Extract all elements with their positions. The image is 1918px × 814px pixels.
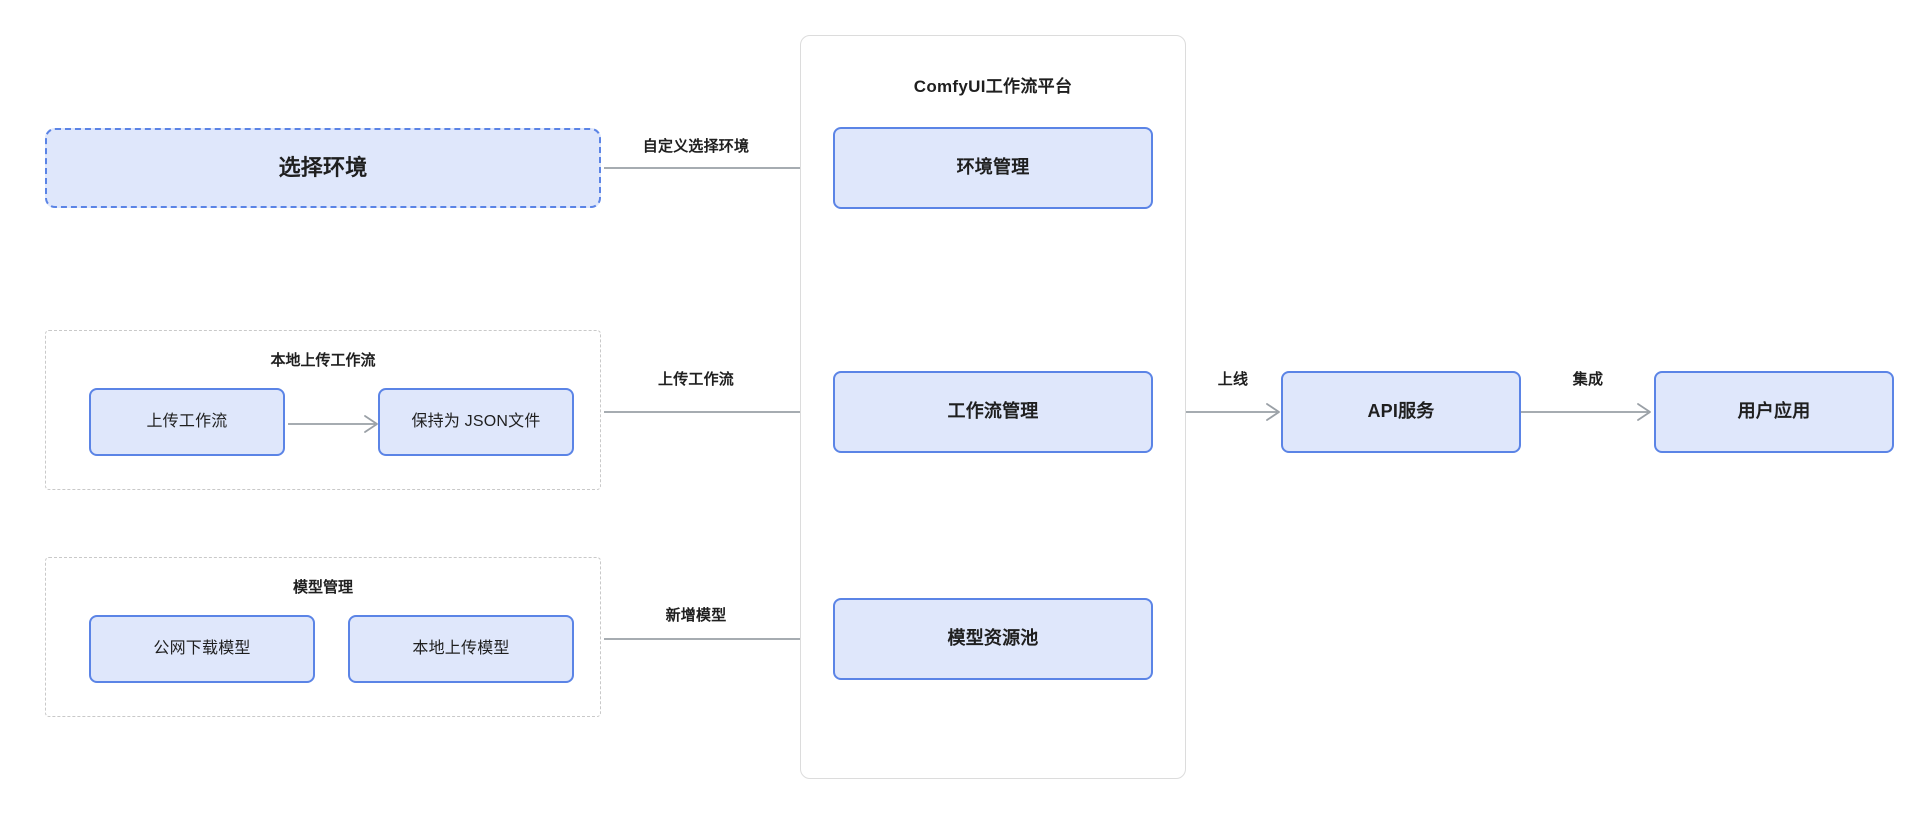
- edge-model-group-to-model-pool: [604, 630, 830, 648]
- edge-label-integrate: 集成: [1572, 371, 1604, 388]
- node-api-service-label: API服务: [1367, 401, 1435, 422]
- node-model-pool[interactable]: 模型资源池: [833, 598, 1153, 680]
- edge-workflow-group-to-workflow-mgmt: [604, 403, 830, 421]
- node-model-pool-label: 模型资源池: [947, 628, 1039, 649]
- edge-label-upload-workflow: 上传工作流: [657, 371, 735, 388]
- node-local-upload-model[interactable]: 本地上传模型: [348, 615, 574, 683]
- node-save-json-label: 保持为 JSON文件: [411, 412, 541, 430]
- edge-label-add-model: 新增模型: [665, 607, 727, 624]
- group-model-management-title: 模型管理: [292, 579, 353, 596]
- node-select-env-label: 选择环境: [278, 154, 368, 180]
- node-public-download-model[interactable]: 公网下载模型: [89, 615, 315, 683]
- node-env-mgmt[interactable]: 环境管理: [833, 127, 1153, 209]
- platform-title: ComfyUI工作流平台: [913, 77, 1073, 96]
- node-user-app-label: 用户应用: [1737, 401, 1811, 422]
- node-local-upload-model-label: 本地上传模型: [412, 639, 510, 657]
- edge-select-env-to-env-mgmt: [604, 159, 830, 177]
- edge-label-publish: 上线: [1217, 371, 1249, 388]
- node-env-mgmt-label: 环境管理: [956, 157, 1030, 178]
- node-workflow-mgmt[interactable]: 工作流管理: [833, 371, 1153, 453]
- edge-label-select-env: 自定义选择环境: [642, 138, 750, 155]
- edge-api-to-user-app: [1521, 403, 1651, 421]
- node-upload-workflow-label: 上传工作流: [146, 412, 228, 430]
- node-save-json[interactable]: 保持为 JSON文件: [378, 388, 574, 456]
- node-workflow-mgmt-label: 工作流管理: [947, 401, 1039, 422]
- group-local-upload-workflow: 本地上传工作流: [45, 330, 601, 490]
- node-user-app[interactable]: 用户应用: [1654, 371, 1894, 453]
- node-upload-workflow[interactable]: 上传工作流: [89, 388, 285, 456]
- node-select-env[interactable]: 选择环境: [45, 128, 601, 208]
- group-model-management: 模型管理: [45, 557, 601, 717]
- group-local-upload-workflow-title: 本地上传工作流: [270, 352, 376, 369]
- node-api-service[interactable]: API服务: [1281, 371, 1521, 453]
- node-public-download-model-label: 公网下载模型: [153, 639, 251, 657]
